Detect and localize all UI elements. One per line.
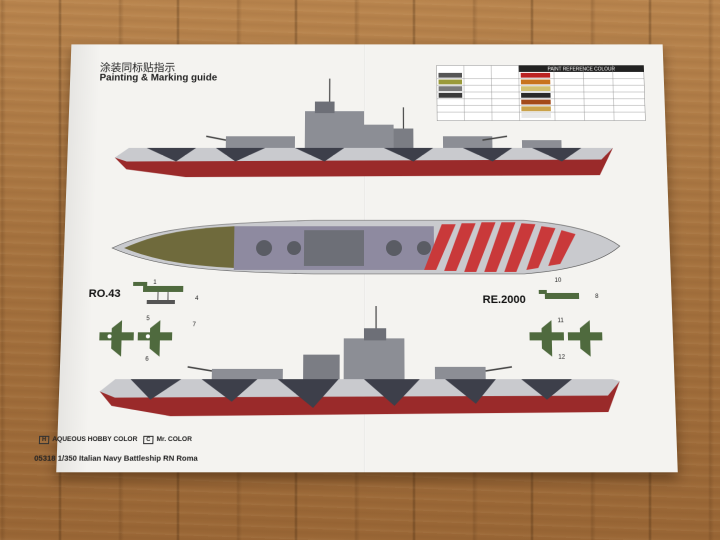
ro43-side-view bbox=[133, 281, 184, 305]
instruction-sheet: 涂装同标贴指示 Painting & Marking guide PAINT R… bbox=[34, 44, 678, 473]
ship-deck-view bbox=[111, 220, 621, 274]
callout-1: 1 bbox=[153, 280, 157, 286]
plane-label-re2000: RE.2000 bbox=[482, 293, 526, 307]
callout-4: 4 bbox=[195, 296, 199, 302]
legend-mr-label: Mr. COLOR bbox=[156, 435, 192, 444]
callout-7: 7 bbox=[192, 322, 195, 328]
ship-profile-bottom bbox=[98, 306, 621, 417]
callout-numbers: 1 4 5 6 7 8 10 11 12 bbox=[145, 278, 599, 363]
legend-hobby-chip: H bbox=[38, 435, 50, 445]
re2000-views bbox=[529, 289, 603, 357]
ship-profile-top bbox=[114, 79, 614, 178]
ro43-top-views bbox=[99, 320, 173, 357]
plane-label-ro43: RO.43 bbox=[88, 287, 121, 300]
legend-hobby-label: AQUEOUS HOBBY COLOR bbox=[52, 435, 138, 444]
paint-table-header: PAINT REFERENCE COLOUR bbox=[547, 67, 615, 73]
paint-table-graphic: PAINT REFERENCE COLOUR bbox=[436, 65, 646, 121]
callout-6: 6 bbox=[145, 357, 149, 363]
callout-12: 12 bbox=[558, 355, 565, 361]
callout-11: 11 bbox=[557, 318, 563, 324]
callout-8: 8 bbox=[595, 294, 599, 300]
ship-drawings: 1 4 5 6 7 8 10 11 12 bbox=[98, 44, 621, 417]
legend-mr-chip: C bbox=[143, 435, 154, 445]
paint-reference-table: PAINT REFERENCE COLOUR bbox=[436, 65, 646, 121]
callout-5: 5 bbox=[146, 316, 150, 322]
kit-title: 05318 1/350 Italian Navy Battleship RN R… bbox=[34, 453, 198, 463]
callout-10: 10 bbox=[555, 278, 563, 284]
deck-recognition-stripes bbox=[423, 222, 577, 272]
